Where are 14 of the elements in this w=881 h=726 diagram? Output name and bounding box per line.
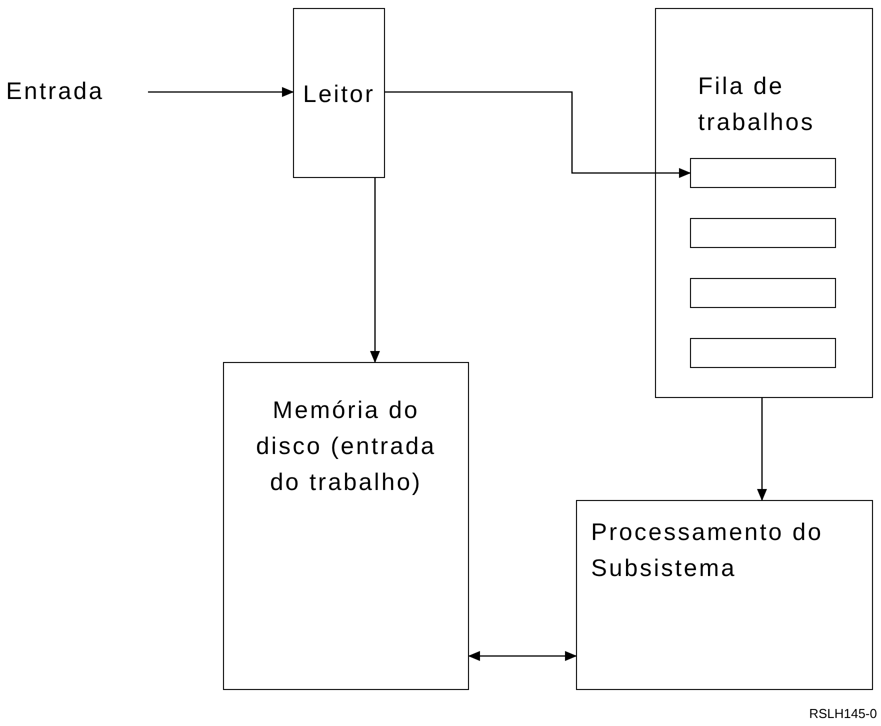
process-box: Processamento do Subsistema [576,500,873,690]
queue-slot [690,218,836,248]
queue-slot [690,338,836,368]
arrow [468,651,577,661]
queue-title: Fila de trabalhos [698,72,816,138]
arrow [370,178,380,363]
queue-slot [690,158,836,188]
arrow [757,398,767,501]
storage-box: Memória do disco (entrada do trabalho) [223,362,469,690]
arrow [385,91,691,178]
arrow [148,87,294,97]
process-box: Leitor [293,8,385,178]
queue-slot [690,278,836,308]
figure-id: RSLH145-0 [809,706,877,722]
